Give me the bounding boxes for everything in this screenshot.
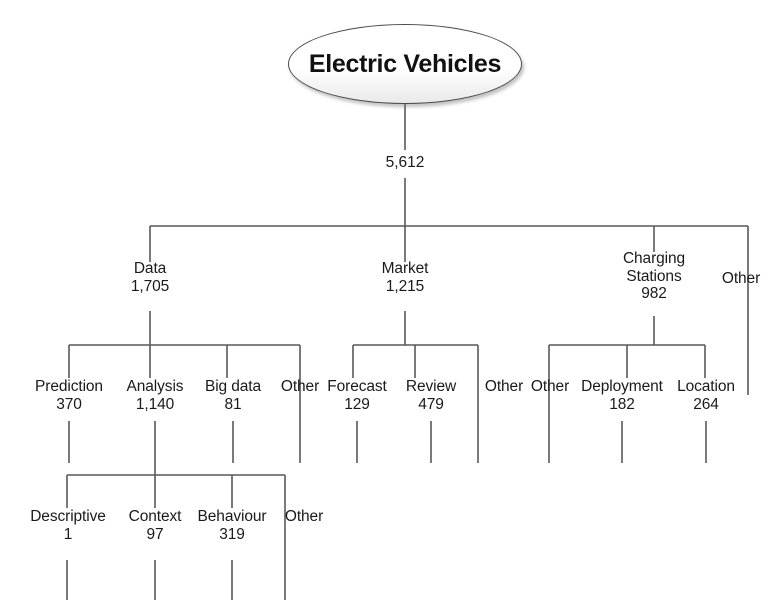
node-deployment-value: 182 bbox=[609, 395, 635, 413]
node-data-label: Data bbox=[133, 260, 167, 277]
node-descriptive-label: Descriptive bbox=[30, 508, 106, 525]
node-forecast[interactable]: Forecast 129 bbox=[316, 378, 398, 413]
node-other-data-label: Other bbox=[280, 378, 320, 395]
node-other-charging-label: Other bbox=[530, 378, 570, 395]
node-forecast-value: 129 bbox=[344, 395, 370, 413]
node-forecast-label: Forecast bbox=[327, 378, 387, 395]
node-charging-stations[interactable]: Charging Stations 982 bbox=[608, 250, 700, 303]
node-context-label: Context bbox=[128, 508, 182, 525]
node-descriptive-value: 1 bbox=[63, 525, 73, 543]
node-review-value: 479 bbox=[418, 395, 444, 413]
root-edge-value: 5,612 bbox=[385, 154, 425, 171]
root-node-electric-vehicles[interactable]: Electric Vehicles bbox=[288, 24, 522, 104]
node-other-level2-label: Other bbox=[721, 270, 761, 287]
node-big-data-label: Big data bbox=[204, 378, 262, 395]
node-review-label: Review bbox=[405, 378, 457, 395]
node-data-value: 1,705 bbox=[130, 277, 170, 295]
node-other-analysis[interactable]: Other bbox=[273, 508, 335, 526]
node-market[interactable]: Market 1,215 bbox=[365, 260, 445, 295]
node-deployment-label: Deployment bbox=[581, 378, 663, 395]
node-context[interactable]: Context 97 bbox=[118, 508, 192, 543]
node-analysis-label: Analysis bbox=[126, 378, 184, 395]
node-other-analysis-label: Other bbox=[284, 508, 324, 525]
node-context-value: 97 bbox=[146, 525, 164, 543]
node-charging-stations-label-line1: Charging bbox=[622, 250, 686, 267]
node-other-level2[interactable]: Other bbox=[710, 270, 772, 288]
node-prediction-label: Prediction bbox=[35, 378, 103, 395]
node-behaviour-label: Behaviour bbox=[197, 508, 267, 525]
node-prediction-value: 370 bbox=[56, 395, 82, 413]
node-market-value: 1,215 bbox=[385, 277, 425, 295]
node-prediction[interactable]: Prediction 370 bbox=[22, 378, 116, 413]
node-other-data[interactable]: Other bbox=[269, 378, 331, 396]
node-review[interactable]: Review 479 bbox=[394, 378, 468, 413]
node-location-value: 264 bbox=[693, 395, 719, 413]
node-descriptive[interactable]: Descriptive 1 bbox=[16, 508, 120, 543]
node-data[interactable]: Data 1,705 bbox=[110, 260, 190, 295]
node-big-data[interactable]: Big data 81 bbox=[195, 378, 271, 413]
node-market-label: Market bbox=[381, 260, 429, 277]
node-charging-stations-label-line2: Stations bbox=[626, 267, 682, 285]
node-behaviour[interactable]: Behaviour 319 bbox=[186, 508, 278, 543]
node-other-market-label: Other bbox=[484, 378, 524, 395]
node-location[interactable]: Location 264 bbox=[664, 378, 748, 413]
node-location-label: Location bbox=[677, 378, 735, 395]
node-big-data-value: 81 bbox=[224, 395, 242, 413]
node-behaviour-value: 319 bbox=[219, 525, 245, 543]
node-deployment[interactable]: Deployment 182 bbox=[564, 378, 680, 413]
node-analysis-value: 1,140 bbox=[135, 395, 175, 413]
node-other-charging[interactable]: Other bbox=[503, 378, 597, 396]
root-node-label: Electric Vehicles bbox=[308, 49, 502, 78]
node-analysis[interactable]: Analysis 1,140 bbox=[114, 378, 196, 413]
node-charging-stations-value: 982 bbox=[641, 285, 667, 303]
node-other-market[interactable]: Other bbox=[444, 378, 564, 396]
